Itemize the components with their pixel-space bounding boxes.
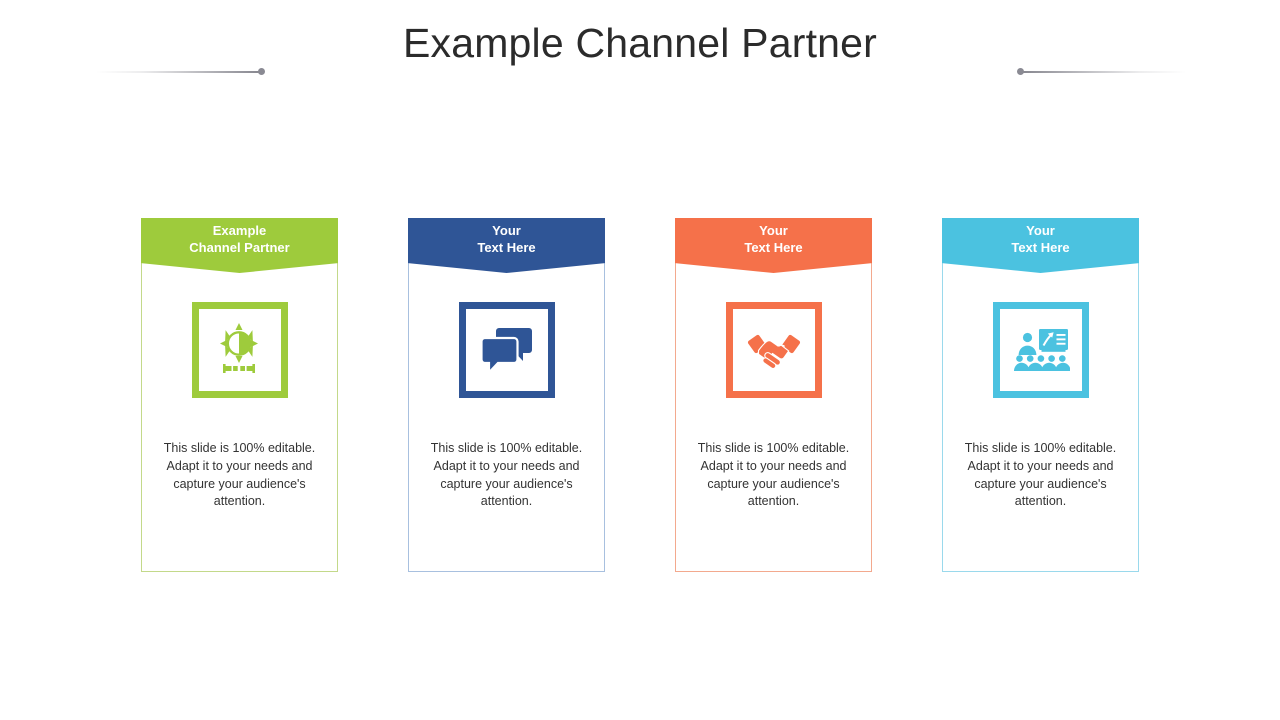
- page-title: Example Channel Partner: [402, 20, 878, 66]
- card-heading-line1: Your: [1026, 223, 1055, 238]
- card-header: Your Text Here: [942, 218, 1139, 273]
- card-description: This slide is 100% editable. Adapt it to…: [964, 441, 1117, 509]
- presentation-training-icon: [992, 302, 1089, 398]
- card-row: Example Channel Partner: [0, 218, 1280, 578]
- card-heading-line2: Text Here: [744, 240, 803, 255]
- title-rule-right: [1018, 71, 1186, 73]
- card-header: Your Text Here: [675, 218, 872, 273]
- card-description: This slide is 100% editable. Adapt it to…: [163, 441, 316, 509]
- card-heading-line1: Your: [759, 223, 788, 238]
- card-heading-line1: Your: [492, 223, 521, 238]
- chat-bubbles-icon: [458, 302, 555, 398]
- card-heading-line1: Example: [212, 223, 267, 238]
- card-your-text-here-2[interactable]: Your Text Here: [675, 218, 872, 572]
- card-description: This slide is 100% editable. Adapt it to…: [430, 441, 583, 509]
- card-heading-line2: Text Here: [1011, 240, 1070, 255]
- card-your-text-here-1[interactable]: Your Text Here This slide is 100% editab…: [408, 218, 605, 572]
- handshake-icon: [725, 302, 822, 398]
- card-heading-line2: Channel Partner: [189, 240, 290, 255]
- card-header: Example Channel Partner: [141, 218, 338, 273]
- card-your-text-here-3[interactable]: Your Text Here: [942, 218, 1139, 572]
- title-rule-left: [96, 71, 264, 73]
- brightness-contrast-icon: [191, 302, 288, 398]
- card-heading-line2: Text Here: [477, 240, 536, 255]
- title-rule-left-dot: [258, 68, 265, 75]
- card-header: Your Text Here: [408, 218, 605, 273]
- title-rule-right-dot: [1017, 68, 1024, 75]
- card-example-channel-partner[interactable]: Example Channel Partner: [141, 218, 338, 572]
- card-description: This slide is 100% editable. Adapt it to…: [697, 441, 850, 509]
